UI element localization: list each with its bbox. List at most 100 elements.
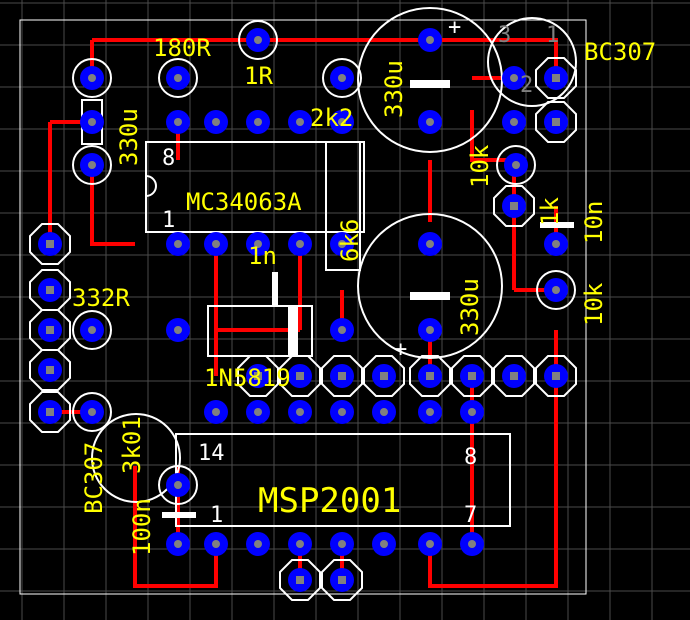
via-drill: [552, 240, 560, 248]
pads: [29, 20, 577, 601]
pad-drill: [552, 74, 560, 82]
round-pad-icon: [72, 58, 112, 98]
label-d-1n5819: 1N5819: [204, 364, 291, 392]
label-c-100n: 100n: [128, 498, 156, 556]
via-drill: [426, 540, 434, 548]
capacitor-1n-plate: [272, 272, 278, 306]
square-pad-icon: [237, 355, 279, 397]
label-c-330u-bottom: 330u: [456, 278, 484, 336]
via-drill: [510, 118, 518, 126]
pad-drill: [338, 372, 346, 380]
via-drill: [212, 408, 220, 416]
round-pad-icon: [322, 58, 362, 98]
round-pad-icon: [238, 20, 278, 60]
pad-drill: [510, 202, 518, 210]
via-drill: [338, 408, 346, 416]
via-drill: [174, 118, 182, 126]
square-pad-icon: [409, 355, 451, 397]
via-drill: [338, 240, 346, 248]
trace: [428, 376, 558, 588]
label-ic2-pin1: 1: [210, 503, 223, 528]
via-drill: [254, 408, 262, 416]
via-drill: [426, 326, 434, 334]
square-pad-icon: [493, 185, 535, 227]
pad-drill: [380, 372, 388, 380]
pad-drill: [174, 74, 182, 82]
via-drill: [212, 118, 220, 126]
label-ic1-name: MC34063A: [186, 188, 302, 216]
label-bc307-top: BC307: [584, 38, 656, 66]
round-pad-icon: [158, 58, 198, 98]
trace: [470, 110, 514, 162]
via-drill: [426, 118, 434, 126]
via-drill: [468, 540, 476, 548]
square-pad-icon: [29, 223, 71, 265]
label-ic1-pin1: 1: [162, 208, 175, 233]
square-pad-icon: [279, 355, 321, 397]
capacitor-10n-plate: [540, 222, 574, 228]
pad-drill: [426, 372, 434, 380]
via-drill: [338, 326, 346, 334]
via-drill: [254, 240, 262, 248]
label-r-2k2: 2k2: [310, 104, 353, 132]
label-ic2-pin7: 7: [464, 503, 477, 528]
via-drill: [296, 408, 304, 416]
pad-drill: [88, 74, 96, 82]
square-pad-icon: [535, 57, 577, 99]
pad-drill: [338, 74, 346, 82]
label-plus-bottom: +: [394, 337, 407, 362]
pad-drill: [46, 240, 54, 248]
resistor-body-6k6: [325, 141, 361, 271]
square-pad-icon: [363, 355, 405, 397]
label-r-10k-lower: 10k: [580, 282, 608, 326]
via-drill: [212, 540, 220, 548]
label-ic1-pin8: 8: [162, 146, 175, 171]
diode-band: [288, 306, 298, 356]
square-pad-icon: [29, 349, 71, 391]
label-q-pin2: 2: [520, 73, 533, 98]
label-r-1k: 1k: [536, 197, 564, 226]
round-pad-icon: [72, 310, 112, 350]
pad-drill: [552, 286, 560, 294]
label-c-1n: 1n: [248, 242, 277, 270]
square-pad-icon: [321, 355, 363, 397]
label-c-330u-top: 330u: [380, 60, 408, 118]
square-pad-icon: [451, 355, 493, 397]
via-drill: [338, 118, 346, 126]
pad-drill: [338, 576, 346, 584]
capacitor-plate-top: [410, 80, 450, 88]
label-r-332: 332R: [72, 284, 130, 312]
via-drill: [296, 118, 304, 126]
label-ic2-name: MSP2001: [258, 481, 401, 521]
ic1-notch: [145, 175, 157, 197]
via-drill: [174, 326, 182, 334]
capacitor-100n-plate: [162, 512, 196, 518]
via-drill: [174, 240, 182, 248]
square-pad-icon: [279, 559, 321, 601]
pad-drill: [88, 161, 96, 169]
pad-drill: [296, 576, 304, 584]
label-r-6k6: 6k6: [336, 219, 364, 262]
square-pad-icon: [535, 355, 577, 397]
trace: [90, 165, 135, 246]
label-r-1: 1R: [244, 62, 273, 90]
pad-drill: [254, 36, 262, 44]
capacitor-plate-bottom: [410, 292, 450, 300]
label-r-10k-upper: 10k: [466, 144, 494, 188]
pad-drill: [88, 326, 96, 334]
pad-drill: [552, 118, 560, 126]
trace: [133, 466, 218, 588]
pad-drill: [512, 161, 520, 169]
round-pad-icon: [72, 392, 112, 432]
labels: 180R 1R BC307 330u 330u 2k2 MC34063A 8 1…: [72, 15, 656, 556]
round-pad-icon: [536, 270, 576, 310]
via-drill: [338, 540, 346, 548]
transistor-outline-bottom: [91, 413, 181, 503]
pad-drill: [46, 408, 54, 416]
via-drill: [426, 36, 434, 44]
label-ic2-pin14: 14: [198, 441, 225, 466]
via-drill: [296, 540, 304, 548]
via-drill: [254, 118, 262, 126]
